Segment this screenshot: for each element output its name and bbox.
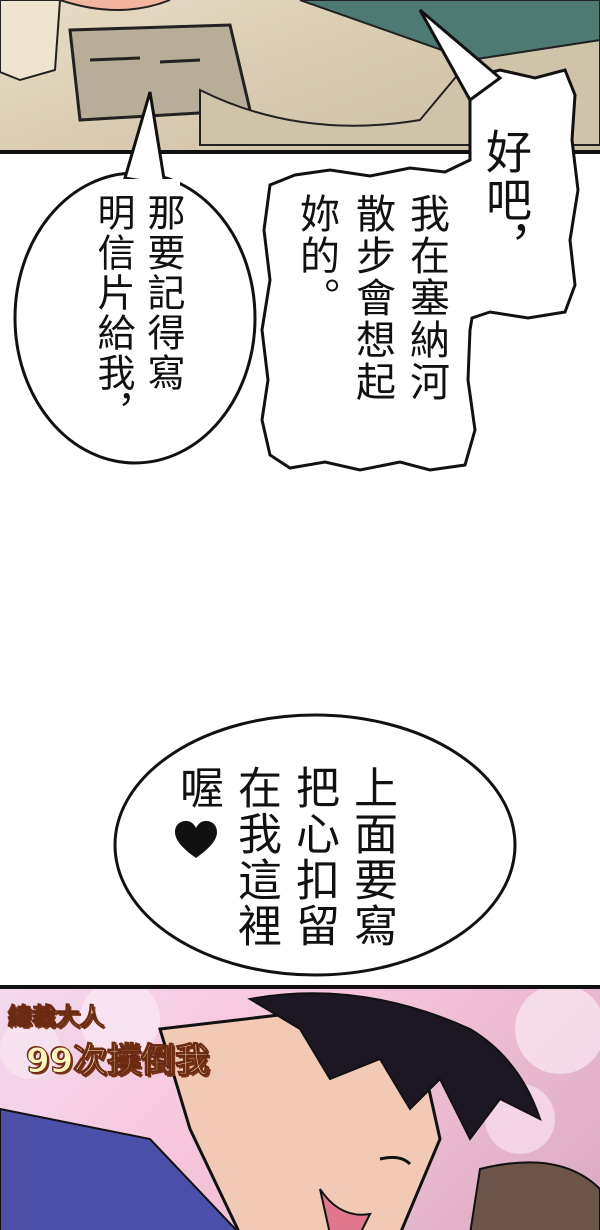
dialogue-lower-col4: 喔 xyxy=(172,765,223,811)
dialogue-left-col2: 明信片給我， xyxy=(91,193,135,433)
dialogue-left-col1: 那要記得寫 xyxy=(141,193,185,393)
series-title-line1: 總裁大人 xyxy=(8,1003,105,1032)
jagged-bubble-top-right xyxy=(260,68,580,472)
oval-bubble-left xyxy=(13,171,257,465)
dialogue-lower-col1: 上面要寫 xyxy=(346,765,397,949)
heart-icon xyxy=(175,821,217,858)
bottom-art-illustration xyxy=(0,989,600,1230)
series-title-line2: 99次撲倒我 xyxy=(25,1041,210,1082)
dialogue-middle-col1: 我在塞納河 xyxy=(403,193,449,403)
dialogue-middle-col3: 妳的。 xyxy=(293,193,339,319)
dialogue-top-right: 好吧， xyxy=(479,128,533,272)
speech-bubbles-layer xyxy=(13,8,580,977)
bottom-art-panel: 總裁大人 99次撲倒我 xyxy=(0,985,600,1230)
dialogue-lower-col3: 在我這裡 xyxy=(230,765,281,949)
oval-bubble-lower xyxy=(113,713,517,977)
dialogue-middle-col2: 散步會想起 xyxy=(349,193,395,403)
dialogue-lower-col2: 把心扣留 xyxy=(288,765,339,949)
